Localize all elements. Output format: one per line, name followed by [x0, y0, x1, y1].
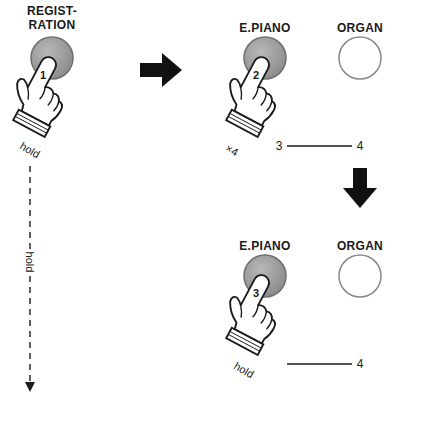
hold-note: hold: [23, 250, 37, 275]
button-label: E.PIANO: [239, 239, 290, 253]
hold-arrowhead: [25, 382, 35, 392]
repeat-count: ×4: [224, 142, 241, 159]
value-number: 4: [357, 358, 364, 370]
button-group: ORGAN: [320, 236, 400, 300]
button-group: E.PIANO: [225, 18, 305, 82]
button-group: REGIST- RATION: [12, 4, 92, 82]
button-label: REGIST- RATION: [17, 4, 87, 32]
button-group: E.PIANO: [225, 236, 305, 300]
range-line: [287, 145, 352, 146]
button-label: ORGAN: [337, 239, 383, 253]
button: [339, 37, 381, 79]
finger-hand: [1, 49, 81, 138]
callout-number: 3: [253, 287, 259, 299]
hold-note: hold: [232, 360, 256, 381]
value-number: 4: [357, 140, 364, 152]
button-label: E.PIANO: [239, 21, 290, 35]
callout-number: 2: [253, 69, 259, 81]
hold-note: hold: [18, 140, 42, 161]
button-label: ORGAN: [337, 21, 383, 35]
callout-number: 1: [40, 69, 46, 81]
hold-line: [29, 166, 30, 384]
value-number: 3: [276, 140, 283, 152]
button-group: ORGAN: [320, 18, 400, 82]
step-arrow: [343, 168, 377, 208]
range-line: [287, 363, 352, 364]
finger-hand: [214, 267, 294, 356]
finger-hand: [214, 49, 294, 138]
step-arrow: [140, 53, 182, 87]
button: [339, 255, 381, 297]
